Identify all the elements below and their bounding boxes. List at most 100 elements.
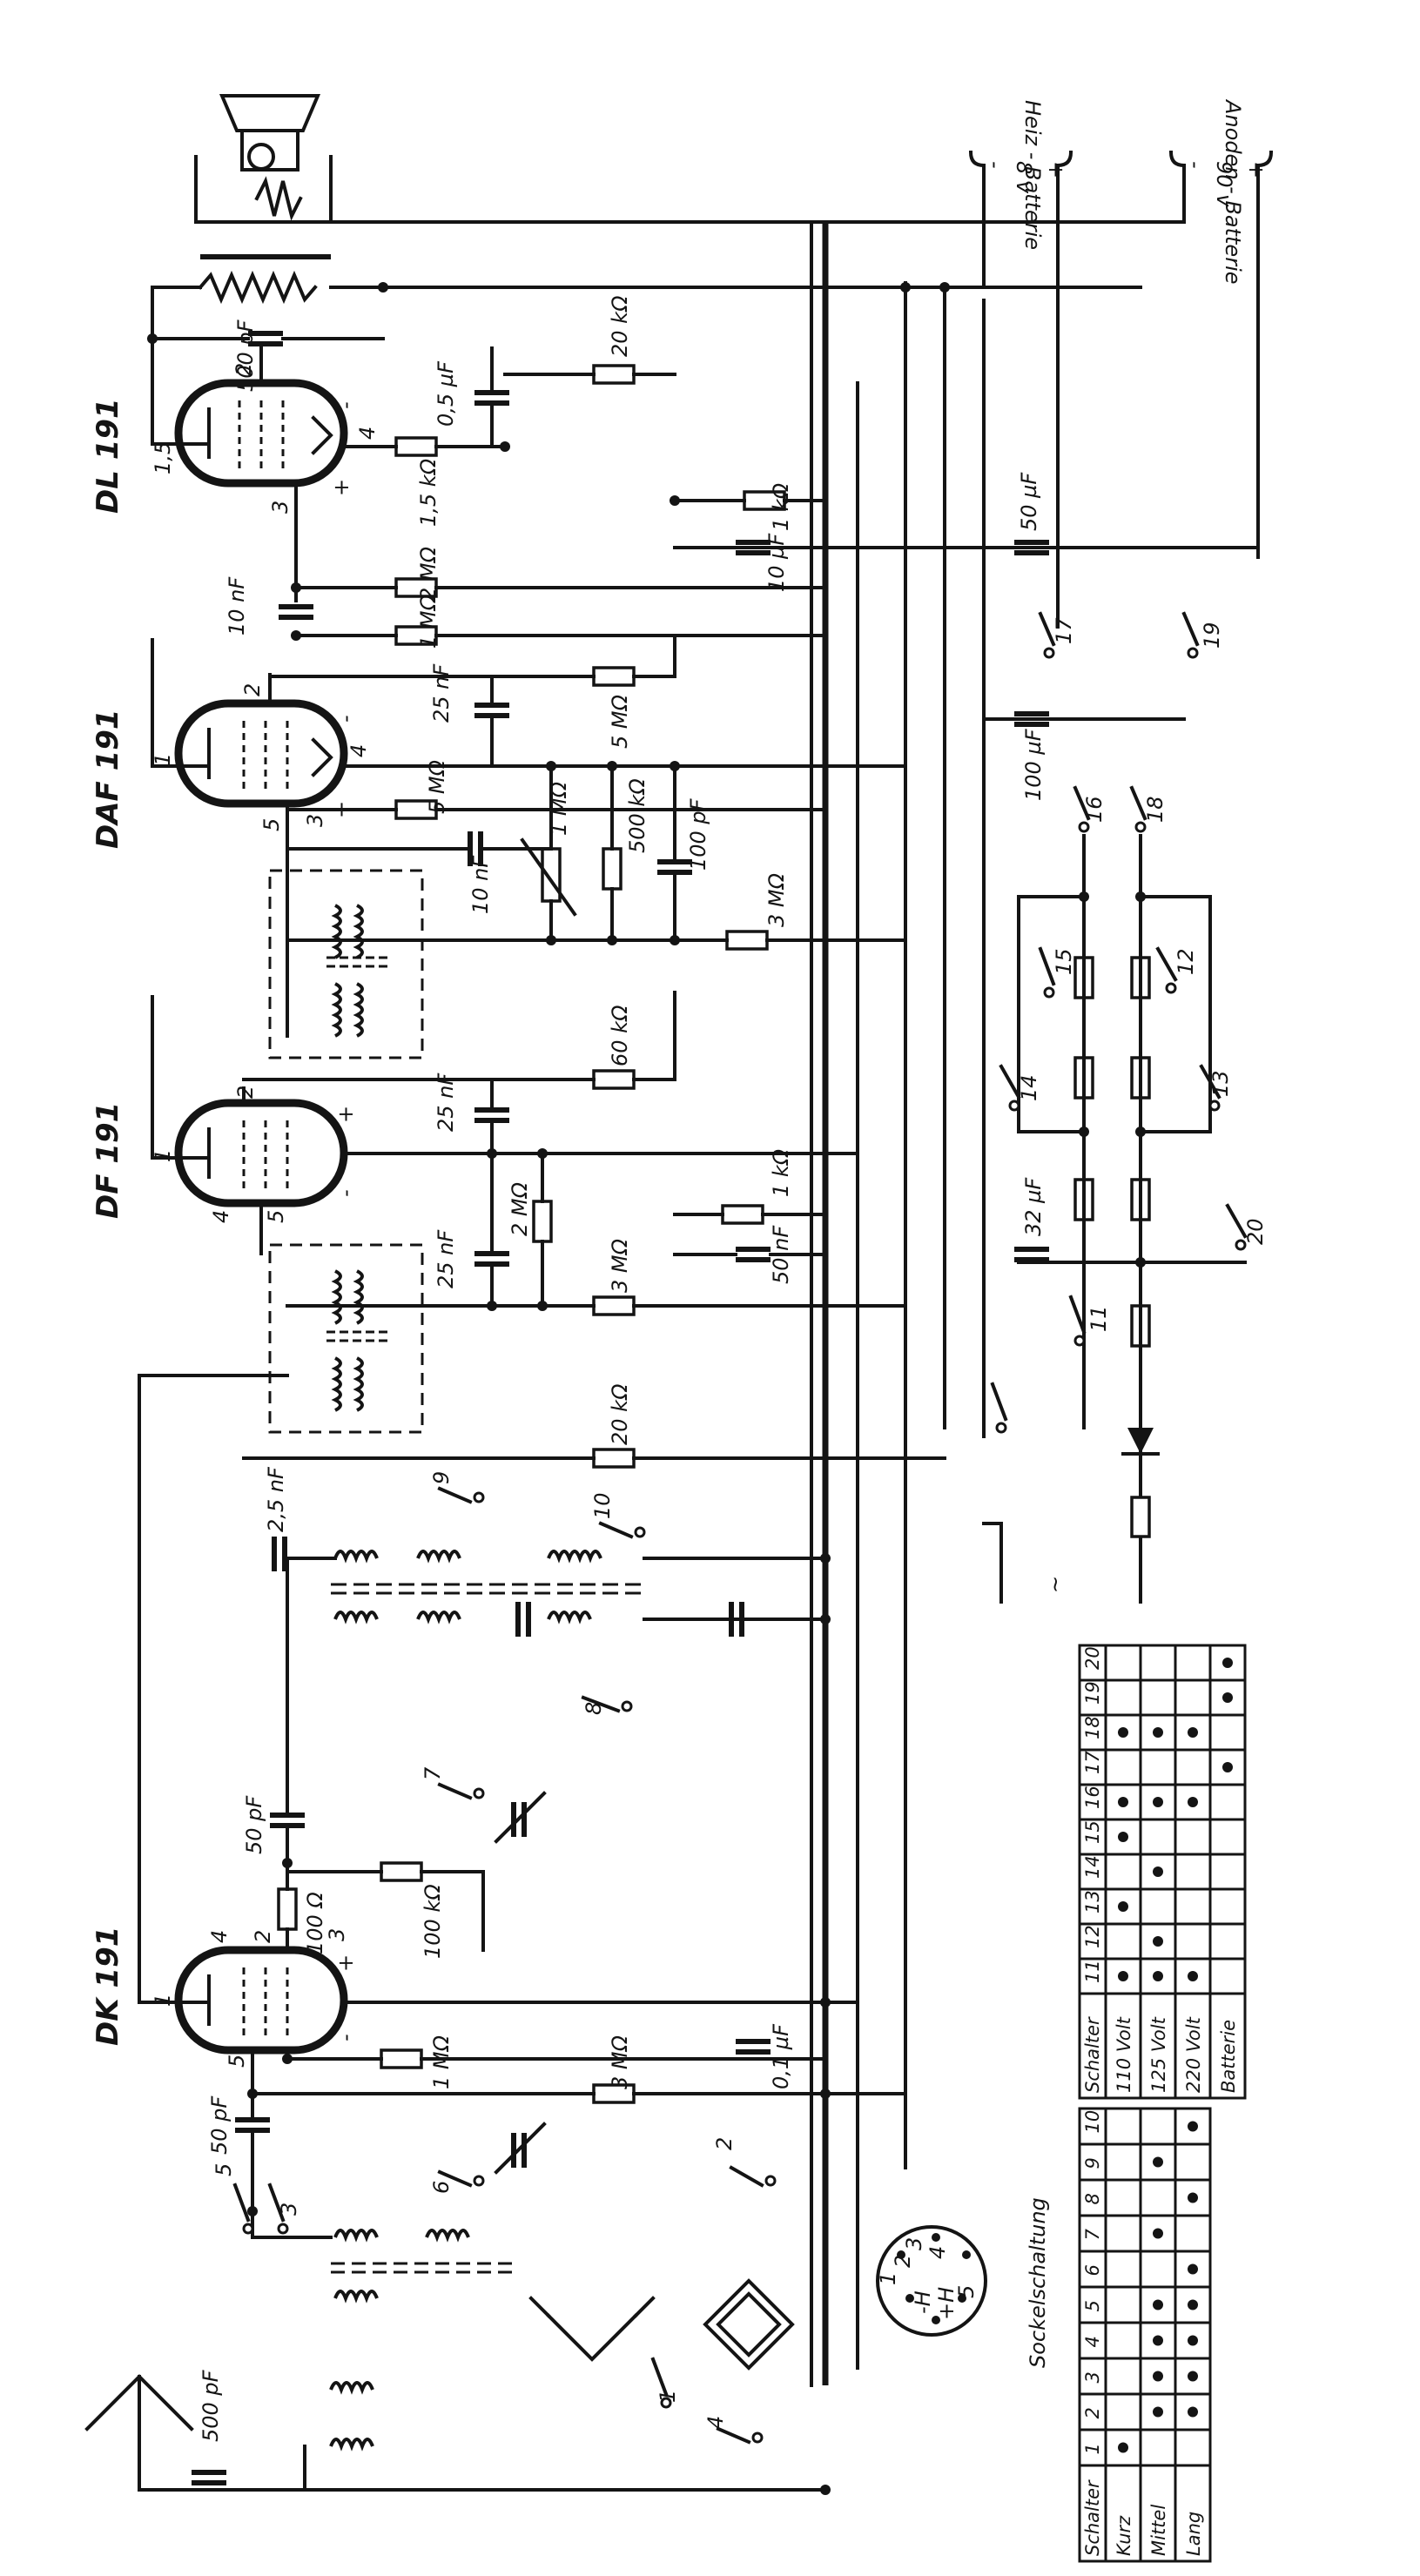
socket-pin: 3 (902, 2237, 926, 2250)
label-r5m-b: 5 MΩ (425, 759, 449, 814)
heater-voltage-label: 8 v (1012, 161, 1036, 194)
label-r100k: 100 kΩ (421, 1884, 445, 1959)
capacitor-c25nf-d (272, 1537, 287, 1571)
switches (232, 611, 1248, 2445)
table1-header-cell: 6 (1082, 2264, 1103, 2276)
pin-label: 5 (259, 818, 284, 831)
label-r1k-a: 1 kΩ (769, 482, 793, 531)
switch-label: 14 (1017, 1074, 1041, 1101)
table2-mark (1153, 1727, 1163, 1738)
switch-label: 2 (712, 2137, 737, 2150)
switch-label: 15 (1052, 948, 1076, 975)
capacitor-c50pf-a (270, 1557, 305, 1865)
table1-mark (1153, 2335, 1163, 2346)
table2-mark (1153, 1936, 1163, 1947)
label-r5m-a: 5 MΩ (608, 694, 632, 749)
socket-pin: +H (934, 2287, 959, 2320)
capacitor-c25nf-c (474, 1152, 509, 1308)
anode-battery-label: Anoden - Batterie (1221, 98, 1245, 285)
table2-header-cell: 20 (1082, 1646, 1103, 1670)
oscillator-coils (286, 1550, 827, 1624)
label-c10nf-a: 10 nF (225, 576, 249, 636)
pin-label: 1 (151, 753, 175, 766)
table2-header-cell: 17 (1082, 1751, 1103, 1774)
label-r100: 100 Ω (303, 1892, 327, 1954)
table1-header-cell: 1 (1082, 2443, 1103, 2454)
label-c10nf-b: 10 nF (468, 855, 493, 914)
label-pot1m: 1 MΩ (547, 781, 571, 836)
table1-mark (1188, 2299, 1198, 2310)
capacitor-c50uf-a (673, 540, 1260, 555)
socket-pin: 2 (891, 2255, 915, 2268)
capacitor-c01uf (736, 2039, 771, 2055)
fuse (1130, 1496, 1151, 1538)
table2-header-cell: 14 (1082, 1855, 1103, 1879)
table2-row-label: 220 Volt (1183, 2016, 1204, 2093)
socket-pin: 1 (876, 2272, 900, 2285)
resistor-r20k-mid (242, 1448, 946, 1469)
pin-label: 5 (225, 2055, 249, 2068)
table2-header-cell: 15 (1082, 1820, 1103, 1844)
table1-mark (1188, 2335, 1198, 2346)
capacitor-c100pf (657, 764, 692, 942)
label-c05uf: 0,5 µF (434, 360, 458, 427)
switch-label: 12 (1174, 948, 1198, 975)
table2-mark (1188, 1797, 1198, 1807)
anode-voltage-label: 90 v (1212, 161, 1236, 207)
switch-label: 10 (590, 1492, 615, 1519)
antenna (84, 2374, 306, 2492)
switch-number-labels: 1 2 3 4 5 6 7 8 9 10 11 12 13 14 15 16 1… (212, 617, 1268, 2429)
resistor-r1k-a (673, 490, 827, 511)
table2-mark (1153, 1866, 1163, 1877)
resistor-r100k (286, 1861, 485, 1952)
tube-dl191 (151, 346, 348, 602)
capacitor-c32uf (1014, 1247, 1049, 1262)
table1-mark (1188, 2263, 1198, 2275)
label-r1k-b: 1 kΩ (769, 1148, 793, 1197)
label-c25nf-d: 2,5 nF (264, 1466, 288, 1532)
if-transformer-2 (268, 869, 424, 1059)
tube-label-dk191: DK 191 (91, 1927, 125, 2046)
table2-header-cell: 13 (1082, 1890, 1103, 1914)
pin-label: 3 (268, 501, 293, 514)
switch-label: 1 (656, 2390, 680, 2403)
socket-title: Sockelschaltung (1026, 2197, 1050, 2368)
switch-label: 9 (429, 1471, 454, 1484)
table1-mark (1118, 2442, 1128, 2453)
capacitor-misc (515, 1602, 744, 1637)
pin-label: + (329, 801, 353, 818)
table2-mark (1222, 1692, 1233, 1703)
table1-row-label: Kurz (1114, 2515, 1134, 2556)
switch-label: 8 (582, 1702, 606, 1715)
pin-label: 4 (209, 1210, 233, 1223)
table2-row-label: Batterie (1218, 2020, 1239, 2093)
tube-daf191 (151, 638, 348, 925)
table2-mark (1153, 1971, 1163, 1981)
table2-mark (1118, 1727, 1128, 1738)
table2-header-cell: 16 (1082, 1786, 1103, 1809)
ground-bus (810, 220, 829, 2387)
table2-header-cell: Schalter (1082, 2016, 1103, 2093)
pin-label: 4 (355, 427, 380, 440)
table1-header-cell: 9 (1082, 2157, 1103, 2169)
table2-row-label: 125 Volt (1148, 2016, 1169, 2093)
rectifier-diode (1121, 1428, 1160, 1456)
speaker (194, 94, 827, 224)
battery-terminals (824, 150, 1274, 629)
capacitor-c25nf-a (342, 675, 907, 768)
label-r1m-b: 1 MΩ (429, 2035, 454, 2089)
pin-label: 5 (264, 1210, 288, 1223)
supply-resistors (1017, 834, 1247, 1560)
label-c25nf-b: 25 nF (434, 1073, 458, 1132)
label-c25nf-c: 25 nF (434, 1229, 458, 1288)
switch-label: 19 (1200, 622, 1224, 649)
resistor-r3m-c (251, 2083, 907, 2104)
switch-label: 17 (1052, 617, 1076, 644)
pin-label: 4 (207, 1930, 232, 1943)
label-r500k: 500 kΩ (625, 778, 649, 853)
table1-mark (1188, 2371, 1198, 2382)
pin-label: 2 (240, 683, 265, 696)
pin-label: 1,5 (151, 441, 175, 474)
table2-mark (1222, 1762, 1233, 1772)
switch-label: 5 (212, 2163, 236, 2176)
